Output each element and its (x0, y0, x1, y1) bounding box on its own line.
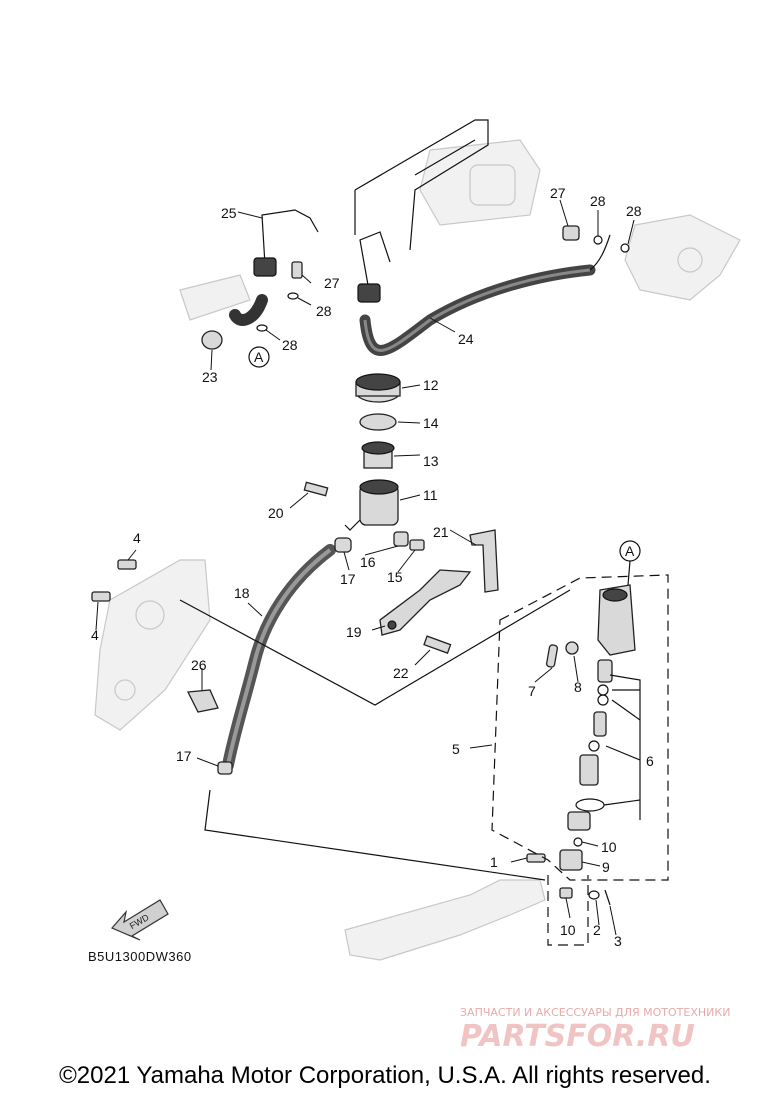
bolt-22 (423, 635, 452, 654)
diaphragm-plate-14 (359, 413, 397, 431)
bracket-21 (469, 529, 499, 593)
piston-leader-lines (603, 674, 641, 820)
brake-pedal-ghost (344, 879, 546, 961)
leader-lines (95, 199, 635, 936)
callout-28c: 28 (316, 303, 332, 319)
callout-7: 7 (528, 683, 536, 699)
clamp-26 (186, 689, 219, 713)
callout-11: 11 (423, 487, 438, 503)
bolt-4a (117, 559, 137, 570)
callout-22: 22 (393, 665, 409, 681)
callout-13: 13 (423, 453, 439, 469)
callout-27a: 27 (550, 185, 566, 201)
sub-dash-frame (547, 875, 589, 946)
gasket-28c (287, 292, 299, 300)
clip-17b (217, 761, 233, 775)
callout-23: 23 (202, 369, 218, 385)
ref-marker-a-right: A (619, 540, 641, 586)
reservoir-cap-12 (355, 373, 401, 403)
union-bolt-27b (562, 225, 580, 241)
callout-27b: 27 (324, 275, 340, 291)
connector-frame-mid (179, 589, 571, 881)
callout-8: 8 (574, 679, 582, 695)
diagram-code: B5U1300DW360 (88, 949, 192, 964)
brake-pipe-24 (589, 234, 611, 271)
callout-10a: 10 (601, 839, 617, 855)
callout-4b: 4 (91, 627, 99, 643)
clamp-23 (201, 330, 223, 350)
brake-pipe-24b (359, 231, 391, 286)
svg-text:A: A (254, 349, 264, 365)
bolt-1 (526, 853, 546, 863)
callout-6: 6 (646, 753, 654, 769)
callout-2: 2 (593, 922, 601, 938)
washer-2 (588, 890, 600, 900)
callout-12: 12 (423, 377, 439, 393)
callout-28d: 28 (282, 337, 298, 353)
brake-pipe-25 (261, 209, 319, 266)
svg-text:A: A (625, 543, 635, 559)
callout-15: 15 (387, 569, 403, 585)
hose-joint-25 (253, 257, 277, 277)
gasket-10a (573, 837, 583, 847)
piston-kit-6 (567, 659, 613, 831)
bracket-19 (379, 569, 472, 636)
callout-28b: 28 (626, 203, 642, 219)
bracket-ghost (179, 274, 251, 321)
reservoir-tank-11 (344, 479, 399, 531)
bolt-15 (409, 539, 425, 551)
reservoir-hose-18 (222, 544, 336, 771)
master-cylinder-body (597, 584, 636, 656)
bolt-4b (91, 591, 111, 602)
callout-9: 9 (602, 859, 610, 875)
callout-26: 26 (191, 657, 207, 673)
gasket-28d (256, 324, 268, 332)
gasket-28b (620, 243, 630, 253)
caliper-ghost (624, 214, 741, 301)
abs-unit-ghost (419, 139, 541, 226)
connector-frame-top (354, 119, 489, 251)
bolt-20 (303, 481, 329, 497)
callout-25: 25 (221, 205, 237, 221)
callout-24: 24 (458, 331, 474, 347)
footrest-bracket-ghost (94, 559, 211, 731)
ref-marker-a-top: A (248, 346, 270, 368)
hose-joint-7 (545, 644, 559, 668)
brake-hose-24 (359, 264, 596, 356)
callout-4a: 4 (133, 530, 141, 546)
joint-16 (393, 531, 409, 547)
pin-3 (604, 889, 611, 906)
assembly-dash-frame (491, 574, 669, 881)
callout-10b: 10 (560, 922, 576, 938)
callout-16: 16 (360, 554, 376, 570)
yoke-9 (559, 849, 583, 871)
watermark-tagline: ЗАПЧАСТИ И АКСЕССУАРЫ ДЛЯ МОТОТЕХНИКИ (460, 1006, 730, 1019)
brake-hose-25 (229, 294, 268, 326)
callout-17a: 17 (340, 571, 356, 587)
callout-5: 5 (452, 741, 460, 757)
watermark: ЗАПЧАСТИ И АКСЕССУАРЫ ДЛЯ МОТОТЕХНИКИ PA… (460, 1006, 730, 1054)
callout-14: 14 (423, 415, 439, 431)
fwd-arrow-icon: FWD (111, 899, 169, 941)
clip-17a (334, 537, 352, 553)
callout-1: 1 (490, 854, 498, 870)
copyright-notice: ©2021 Yamaha Motor Corporation, U.S.A. A… (59, 1062, 711, 1089)
gasket-10b (559, 887, 573, 899)
callout-18: 18 (234, 585, 250, 601)
callout-28a: 28 (590, 193, 606, 209)
hose-joint-24 (357, 283, 381, 303)
callout-3: 3 (614, 933, 622, 949)
nut-8 (565, 641, 579, 655)
callout-21: 21 (433, 524, 449, 540)
watermark-brand: PARTSFOR.RU (460, 1019, 695, 1054)
callout-17b: 17 (176, 748, 192, 764)
gasket-28a (593, 235, 603, 245)
callout-19: 19 (346, 624, 362, 640)
callout-20: 20 (268, 505, 284, 521)
union-bolt-27a (291, 261, 303, 279)
callout-labels: 1 2 3 4 4 5 6 7 8 9 10 10 11 12 13 14 15… (91, 185, 654, 949)
diaphragm-13 (361, 441, 395, 469)
